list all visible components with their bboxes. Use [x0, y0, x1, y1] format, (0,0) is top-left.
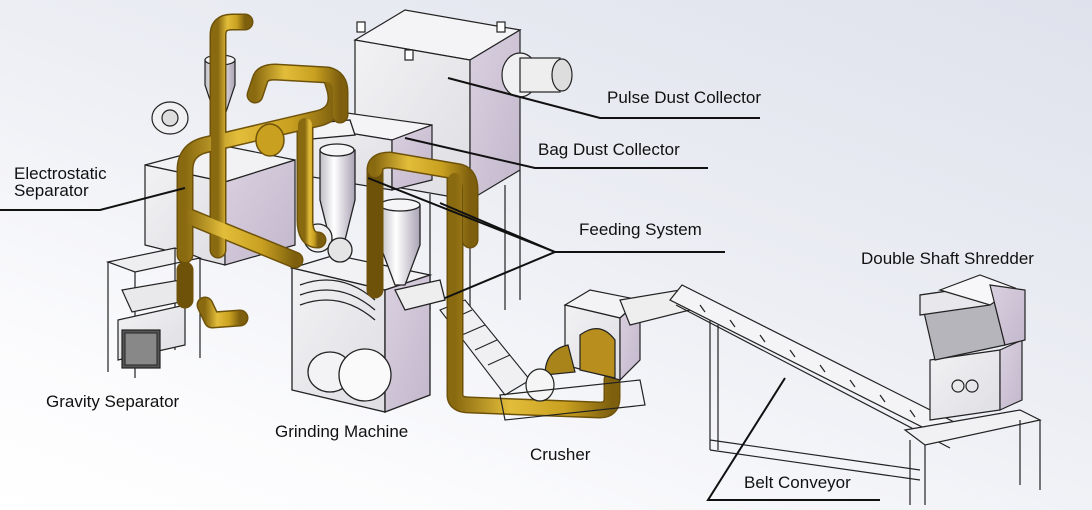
label-feeding-system: Feeding System	[579, 220, 702, 239]
label-bag-dust-collector: Bag Dust Collector	[538, 140, 680, 159]
leader-pulse-dust-collector	[447, 77, 760, 119]
leader-lines	[0, 77, 880, 501]
label-electrostatic-separator: Electrostatic Separator	[14, 165, 107, 199]
label-double-shaft-shredder: Double Shaft Shredder	[861, 249, 1034, 268]
double-shaft-shredder-machine	[903, 274, 1042, 505]
leader-bag-dust-collector	[404, 137, 708, 169]
belt-conveyor-machine	[669, 284, 961, 481]
leader-feeding-system-3	[444, 251, 725, 299]
label-pulse-dust-collector: Pulse Dust Collector	[607, 88, 762, 107]
pipework	[176, 13, 621, 419]
label-grinding-machine: Grinding Machine	[275, 422, 409, 441]
label-electrostatic-separator-line1: Electrostatic	[14, 164, 107, 183]
leader-feeding-system-2	[439, 202, 556, 253]
label-belt-conveyor: Belt Conveyor	[744, 473, 851, 492]
crusher-machine	[499, 289, 691, 421]
label-electrostatic-separator-line2: Separator	[14, 181, 89, 200]
label-crusher: Crusher	[530, 445, 591, 464]
leader-electrostatic-separator	[0, 187, 186, 211]
leader-belt-conveyor	[706, 377, 880, 501]
label-gravity-separator: Gravity Separator	[46, 392, 180, 411]
